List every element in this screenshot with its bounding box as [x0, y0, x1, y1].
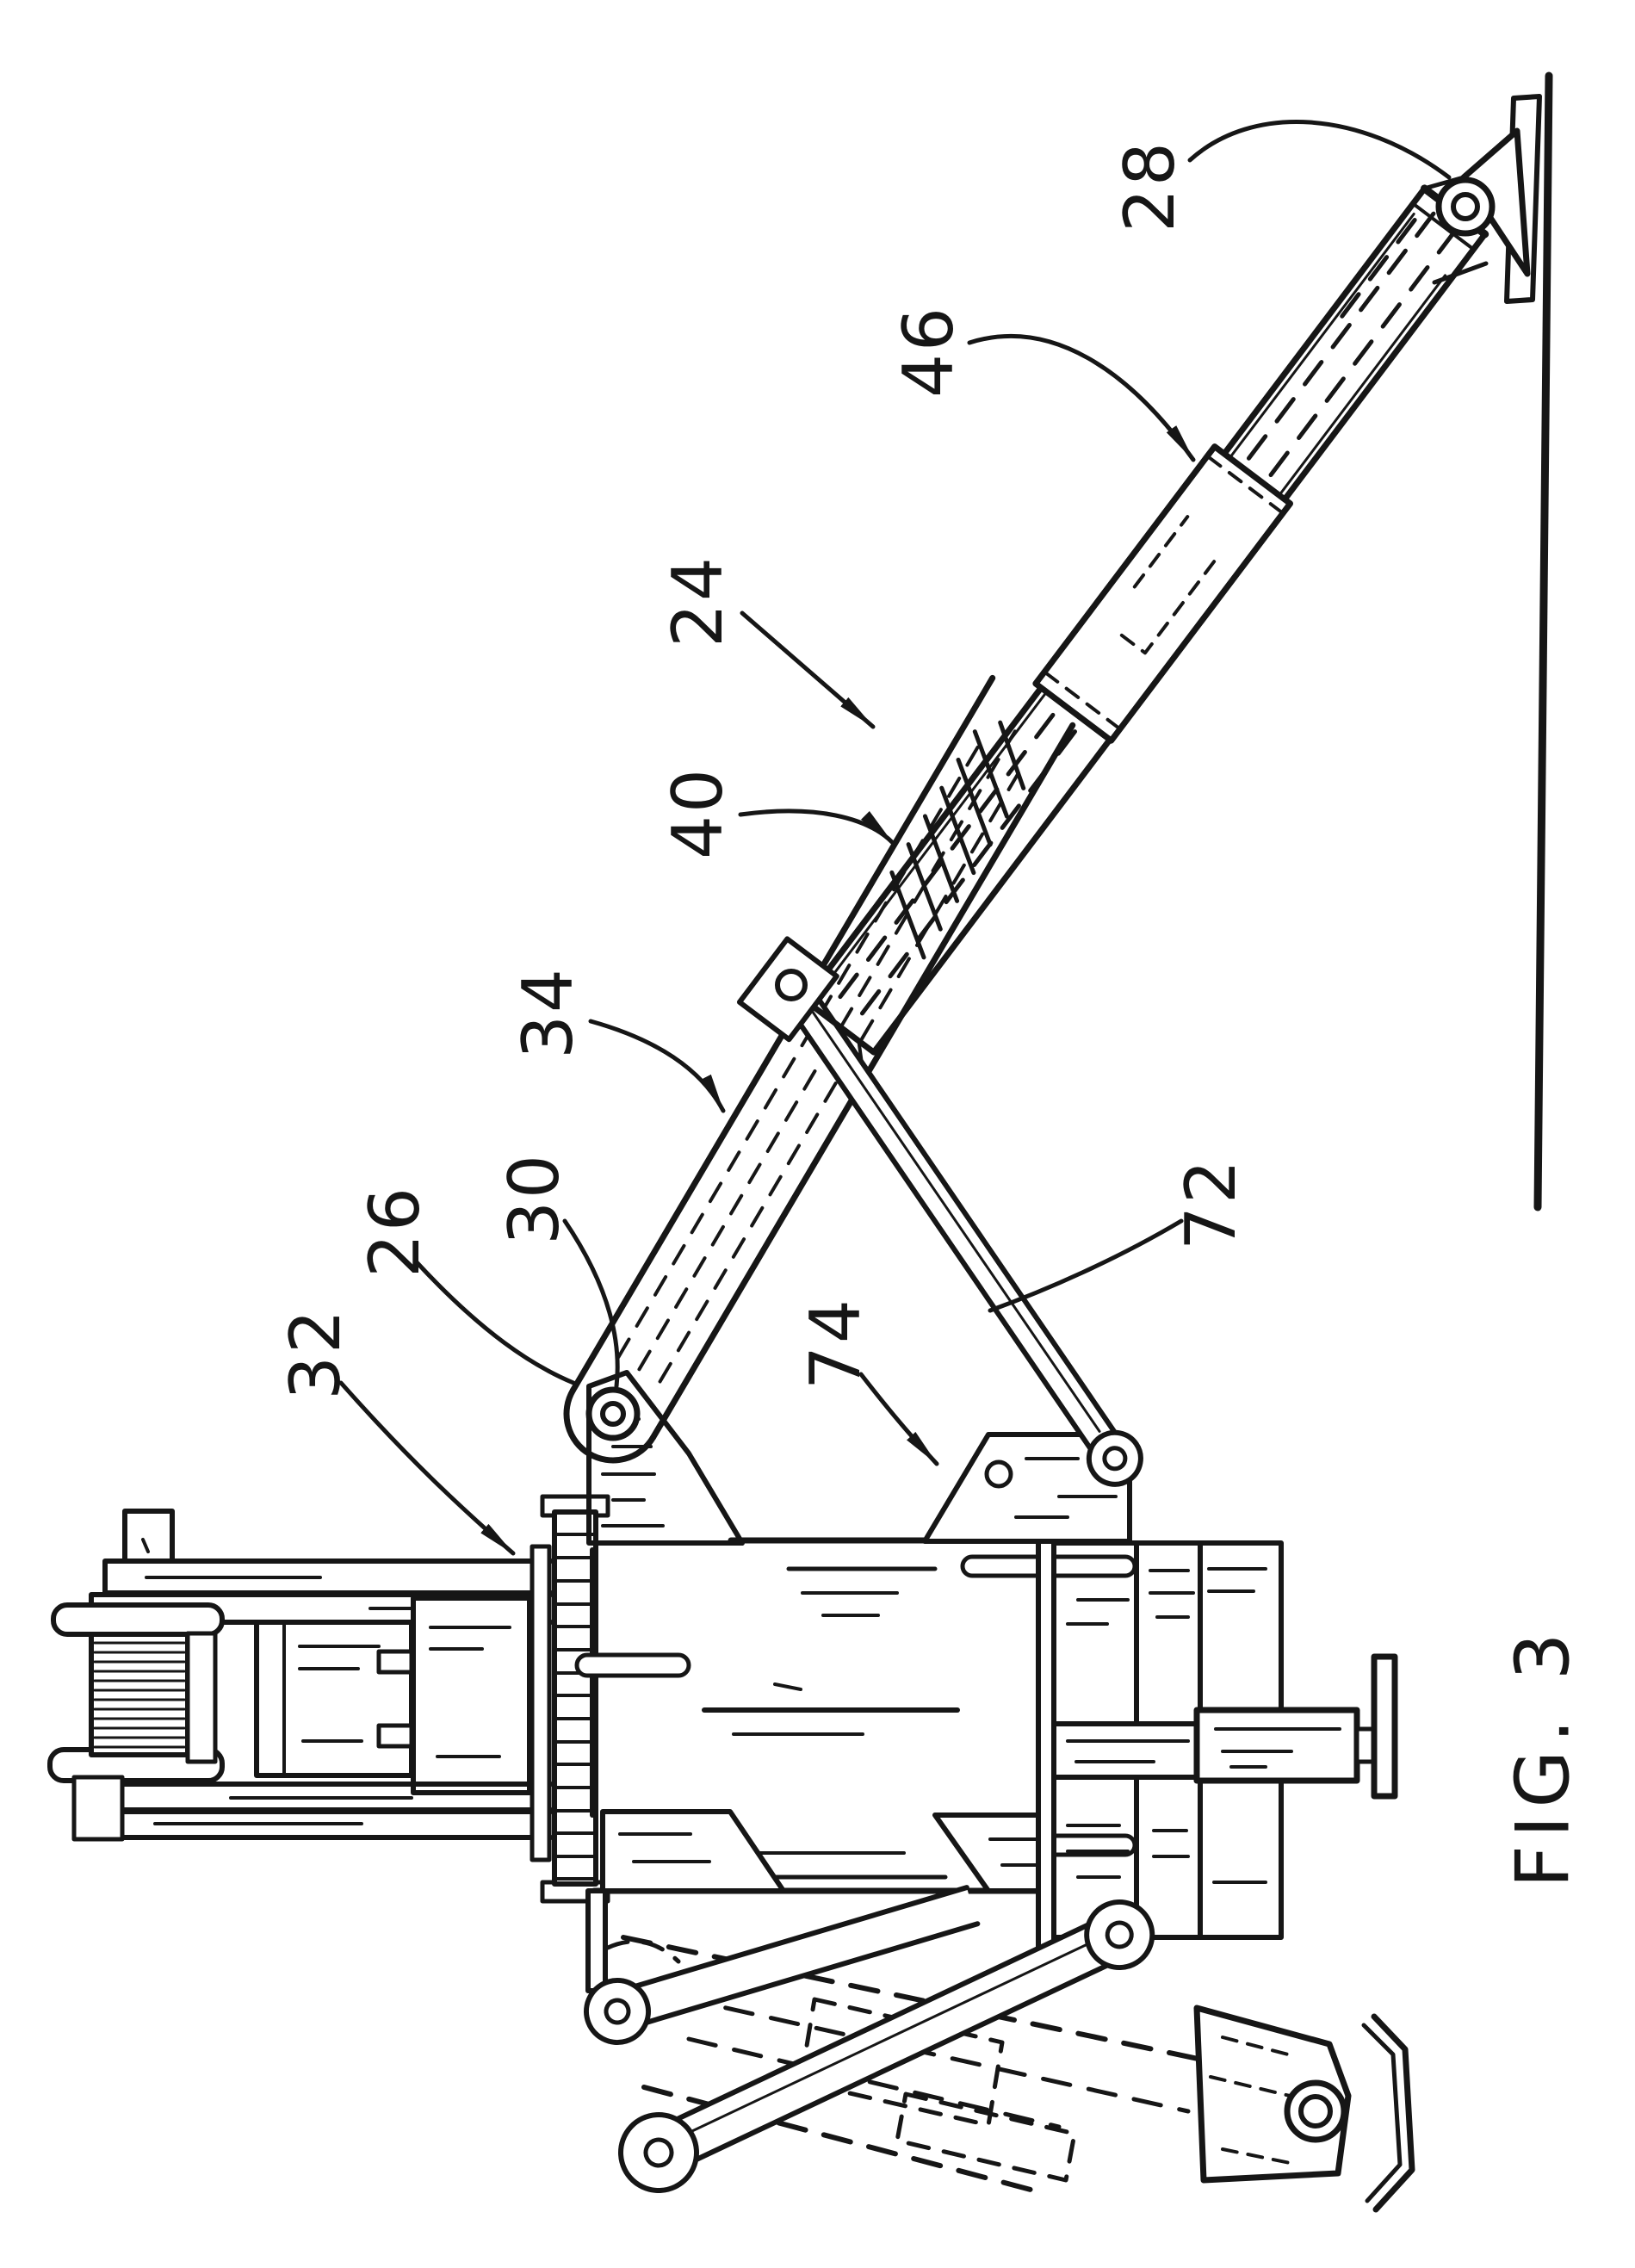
mast-bracket-26 [586, 1370, 745, 1546]
ref-label-40: 40 [658, 766, 738, 859]
boom-foot-bracket [1460, 94, 1542, 304]
frame-bracket-bottom-left [600, 1809, 786, 1893]
reference-labels: 28 46 24 40 34 26 30 32 74 72 [276, 120, 1452, 1556]
ref-label-72: 72 [1171, 1157, 1251, 1250]
ref-label-30: 30 [494, 1152, 574, 1245]
ref-label-34: 34 [508, 966, 588, 1059]
leader-24 [740, 610, 876, 729]
pivot-plate-30 [736, 936, 839, 1043]
figure-label-text: FIG. 3 [1500, 1626, 1586, 1888]
leader-30 [562, 1218, 620, 1389]
stowed-link-lower [618, 1899, 1155, 2193]
frame-bracket-bottom-right [932, 1813, 1048, 1893]
link-72 [776, 974, 1143, 1487]
stowed-boom-phantom [585, 1888, 1415, 2213]
turntable-gear-ring [530, 1494, 610, 1904]
stowed-link-upper [584, 1885, 981, 2045]
winch-post [122, 1509, 175, 1564]
leader-28 [1187, 120, 1452, 180]
ref-label-46: 46 [889, 305, 969, 398]
jack-screw [1193, 1653, 1398, 1800]
boom-tip-pivot [1421, 175, 1496, 285]
jack-handle [1371, 1653, 1398, 1800]
winch-assembly [47, 1509, 554, 1842]
cable-drum [89, 1632, 190, 1757]
leader-34 [588, 1019, 726, 1113]
mast-pivot-boss [585, 1386, 641, 1441]
figure-label: FIG. 3 [1500, 1626, 1586, 1888]
leader-74 [858, 1372, 939, 1466]
boom-overlap-plate [1032, 443, 1294, 744]
ref-label-28: 28 [1110, 139, 1190, 232]
deck-bracket-74 [922, 1432, 1132, 1544]
ground-line [1533, 71, 1553, 1211]
ref-label-24: 24 [658, 555, 738, 648]
main-boom [802, 184, 1489, 1063]
leader-72 [988, 1218, 1184, 1313]
support-frame [1036, 1523, 1398, 1961]
stowed-foot-bracket [1361, 2013, 1415, 2213]
leader-40 [738, 809, 895, 845]
leader-46 [967, 333, 1196, 462]
ref-label-26: 26 [355, 1185, 435, 1278]
ref-label-32: 32 [276, 1307, 356, 1400]
leader-32 [338, 1380, 516, 1556]
leader-26 [414, 1260, 576, 1385]
stowed-links [584, 1885, 1155, 2193]
ref-label-74: 74 [796, 1297, 876, 1390]
